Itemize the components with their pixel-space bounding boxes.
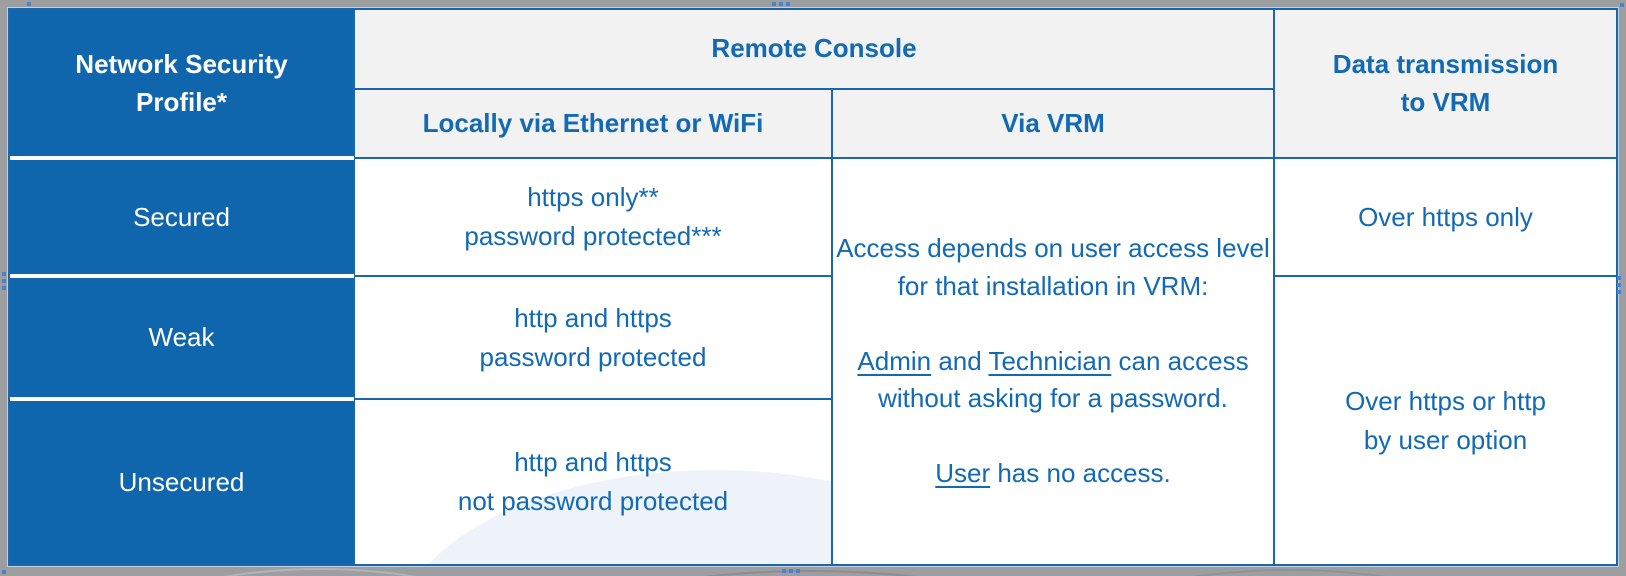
selection-handle-top-right[interactable]	[1620, 3, 1624, 7]
cell-unsecured-local-access: http and https not password protected	[355, 400, 831, 564]
handle-dot	[2, 570, 6, 574]
subheader-locally-label: Locally via Ethernet or WiFi	[422, 107, 764, 138]
underlined-term: Admin	[857, 345, 932, 376]
row-label-weak: Weak	[10, 277, 353, 398]
selection-handle-top-left[interactable]	[27, 2, 31, 6]
via-vrm-paragraph: Admin and Technician can access without …	[833, 343, 1273, 419]
header-remote-console-label: Remote Console	[711, 33, 917, 64]
security-profile-table[interactable]: Network Security Profile* Remote Console…	[8, 8, 1618, 566]
row-label-unsecured-text: Unsecured	[118, 466, 245, 497]
background-arc	[40, 568, 600, 576]
handle-dot	[2, 286, 6, 290]
subheader-via-vrm: Via VRM	[833, 90, 1273, 157]
text-segment: has no access.	[990, 458, 1171, 489]
row-separator	[10, 274, 354, 278]
cell-unsecured-local-access-text: http and https not password protected	[457, 447, 729, 516]
selection-handle-bottom-center[interactable]	[782, 569, 800, 573]
via-vrm-paragraph: Access depends on user access level for …	[833, 230, 1273, 306]
row-label-unsecured: Unsecured	[10, 400, 353, 564]
handle-dot	[2, 272, 6, 276]
cell-weak-local-access-text: http and https password protected	[479, 302, 707, 372]
cell-secured-local-access-text: https only** password protected***	[464, 182, 722, 251]
handle-dot	[27, 2, 31, 6]
cell-merged-data-transmission: Over https or http by user option	[1275, 277, 1616, 564]
row-label-secured-text: Secured	[133, 201, 230, 232]
text-segment: Access depends on user access level for …	[836, 232, 1270, 301]
cell-weak-local-access: http and https password protected	[355, 277, 831, 398]
background-arc	[980, 569, 1600, 576]
row-label-secured: Secured	[10, 159, 353, 275]
handle-dot	[1617, 283, 1621, 287]
handle-dot	[1617, 276, 1621, 280]
cell-secured-data-transmission-text: Over https only	[1358, 201, 1533, 232]
header-data-transmission-label: Data transmission to VRM	[1332, 48, 1559, 117]
underlined-term: Technician	[988, 345, 1112, 376]
handle-dot	[796, 569, 800, 573]
selection-handle-left-middle[interactable]	[2, 272, 6, 290]
selection-handle-top-center[interactable]	[772, 2, 790, 6]
background-arc	[430, 570, 1190, 576]
handle-dot	[786, 2, 790, 6]
handle-dot	[789, 569, 793, 573]
background-strip	[0, 566, 1626, 576]
row-separator	[10, 156, 354, 160]
handle-dot	[2, 279, 6, 283]
handle-dot	[1617, 290, 1621, 294]
cell-secured-local-access: https only** password protected***	[355, 159, 831, 275]
header-data-transmission: Data transmission to VRM	[1275, 10, 1616, 157]
text-segment: and	[931, 345, 989, 376]
text-segment: can access without asking for a password…	[878, 345, 1249, 414]
underlined-term: User	[935, 458, 991, 489]
subheader-locally-ethernet-wifi: Locally via Ethernet or WiFi	[355, 90, 831, 157]
handle-dot	[772, 2, 776, 6]
handle-dot	[1620, 3, 1624, 7]
row-separator	[10, 397, 354, 401]
row-label-weak-text: Weak	[148, 322, 215, 352]
selection-handle-bottom-left[interactable]	[2, 570, 6, 574]
header-network-security-profile: Network Security Profile*	[10, 10, 353, 157]
table-grid: Network Security Profile* Remote Console…	[10, 10, 1616, 564]
header-remote-console: Remote Console	[355, 10, 1273, 88]
cell-via-vrm-access: Access depends on user access level for …	[833, 159, 1273, 564]
subheader-via-vrm-label: Via VRM	[1001, 107, 1105, 138]
selection-handle-right-middle[interactable]	[1617, 276, 1621, 294]
header-network-security-profile-label: Network Security Profile*	[75, 48, 288, 117]
handle-dot	[782, 569, 786, 573]
cell-merged-data-transmission-text: Over https or http by user option	[1345, 385, 1546, 455]
handle-dot	[779, 2, 783, 6]
cell-secured-data-transmission: Over https only	[1275, 159, 1616, 275]
via-vrm-paragraph: User has no access.	[935, 455, 1171, 493]
